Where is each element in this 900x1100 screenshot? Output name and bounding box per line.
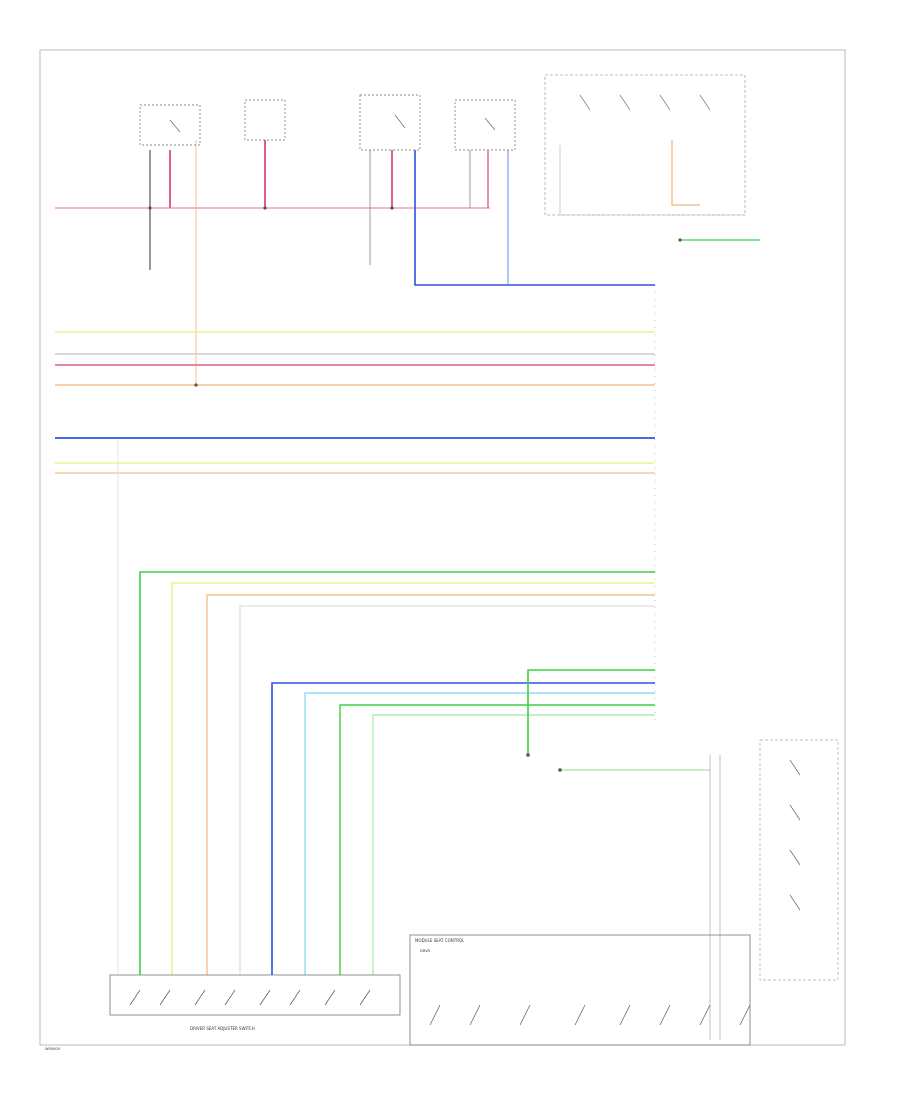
- diagram-frame: [39, 49, 846, 1046]
- wire-green-3: [139, 571, 655, 975]
- wire-light-green-4: [372, 714, 655, 975]
- wire-green-4: [339, 704, 655, 975]
- wire-yellow-3: [171, 582, 655, 975]
- wire-orange-3: [206, 594, 655, 975]
- wire-blue-top: [414, 150, 655, 286]
- wire-gray-3: [239, 605, 655, 975]
- wire-green-5: [527, 669, 655, 755]
- page-footer: W00000: [45, 1047, 61, 1051]
- wire-cyan-4: [304, 692, 655, 975]
- driver-seat-adjuster-switch-box: [109, 974, 401, 1016]
- bottom-left-box-label: DRIVER SEAT ADJUSTER SWITCH: [190, 1026, 255, 1031]
- top-right-component-box: [544, 74, 746, 216]
- wire-blue-4: [271, 682, 655, 975]
- bottom-right-box-sub: DRVR: [420, 949, 431, 953]
- right-module-box: [759, 739, 839, 981]
- seat-control-module-box: [409, 934, 751, 1046]
- bottom-right-box-label: MODULE SEAT CONTROL: [415, 938, 465, 943]
